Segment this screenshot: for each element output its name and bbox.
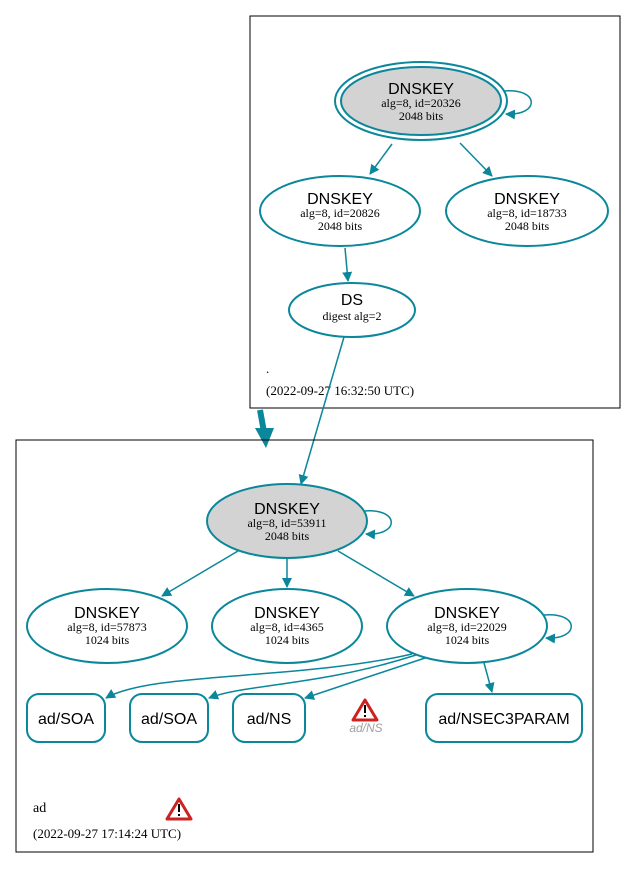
root-zsk1-alg: alg=8, id=20826 [300,206,380,220]
ad-key-c-node[interactable]: DNSKEY alg=8, id=22029 1024 bits [386,588,548,664]
root-zsk1-bits: 2048 bits [318,219,363,233]
root-zsk1-node[interactable]: DNSKEY alg=8, id=20826 2048 bits [259,175,421,247]
ad-key-a-node[interactable]: DNSKEY alg=8, id=57873 1024 bits [26,588,188,664]
root-ksk-bits: 2048 bits [399,109,444,123]
ad-ksk-title: DNSKEY [254,501,320,518]
ad-key-b-alg: alg=8, id=4365 [250,620,324,634]
root-zone-name: . [266,361,269,376]
root-ksk-alg: alg=8, id=20326 [381,96,461,110]
edge-rootksk-zsk1 [369,143,393,175]
edge-adksk-keya [161,550,239,597]
ad-zone-box [15,439,594,853]
ad-key-c-title: DNSKEY [434,605,500,622]
ad-ksk-self-edge [363,510,392,540]
edge-ds-adksk [298,336,345,485]
rrset-soa-1[interactable]: ad/SOA [26,693,106,743]
root-zsk2-node[interactable]: DNSKEY alg=8, id=18733 2048 bits [445,175,609,247]
rrset-ns-label: ad/NS [247,711,291,728]
rrset-soa-1-label: ad/SOA [38,711,94,728]
zone-warning-icon[interactable] [165,797,193,821]
ad-zone-name: ad [33,801,46,816]
rrset-soa-2-label: ad/SOA [141,711,197,728]
edge-adksk-keyc [337,550,415,597]
root-ksk-title: DNSKEY [388,81,454,98]
ad-key-a-title: DNSKEY [74,605,140,622]
edge-zsk1-ds [342,247,353,282]
root-zsk1-title: DNSKEY [307,191,373,208]
edge-rootksk-zsk2 [459,142,493,177]
rrset-ns[interactable]: ad/NS [232,693,306,743]
root-ds-title: DS [341,292,363,309]
ad-key-b-node[interactable]: DNSKEY alg=8, id=4365 1024 bits [211,588,363,664]
rrset-soa-2[interactable]: ad/SOA [129,693,209,743]
root-zsk2-bits: 2048 bits [505,219,550,233]
ad-ksk-node[interactable]: DNSKEY alg=8, id=53911 2048 bits [206,483,368,559]
rrset-nsec3param-label: ad/NSEC3PARAM [438,711,569,728]
ad-key-c-bits: 1024 bits [445,633,490,647]
root-zsk2-alg: alg=8, id=18733 [487,206,567,220]
delegation-arrow [255,409,274,448]
root-ksk-node[interactable]: DNSKEY alg=8, id=20326 2048 bits [334,61,508,141]
root-zone-timestamp: (2022-09-27 16:32:50 UTC) [266,383,414,398]
ad-key-c-self-edge [543,614,572,644]
rrset-nsec3param[interactable]: ad/NSEC3PARAM [425,693,583,743]
root-zsk2-title: DNSKEY [494,191,560,208]
ad-ksk-bits: 2048 bits [265,529,310,543]
ad-key-b-bits: 1024 bits [265,633,310,647]
edge-keyc-soa2 [208,654,417,700]
edge-keyc-nsec3param [483,662,495,693]
edge-keyc-soa1 [105,653,413,699]
ad-key-a-bits: 1024 bits [85,633,130,647]
ns-warning-label: ad/NS [349,721,382,735]
ad-key-c-alg: alg=8, id=22029 [427,620,507,634]
root-zone-box [249,15,621,409]
ad-zone-timestamp: (2022-09-27 17:14:24 UTC) [33,826,181,841]
ad-ksk-alg: alg=8, id=53911 [247,516,326,530]
ns-warning-item[interactable]: ad/NS [349,698,383,735]
root-ksk-self-edge [503,90,532,120]
ad-key-a-alg: alg=8, id=57873 [67,620,147,634]
warning-icon [351,698,379,722]
root-ds-digest: digest alg=2 [322,309,381,323]
root-ds-node[interactable]: DS digest alg=2 [288,282,416,338]
edge-keyc-ns [304,657,426,700]
ad-key-b-title: DNSKEY [254,605,320,622]
